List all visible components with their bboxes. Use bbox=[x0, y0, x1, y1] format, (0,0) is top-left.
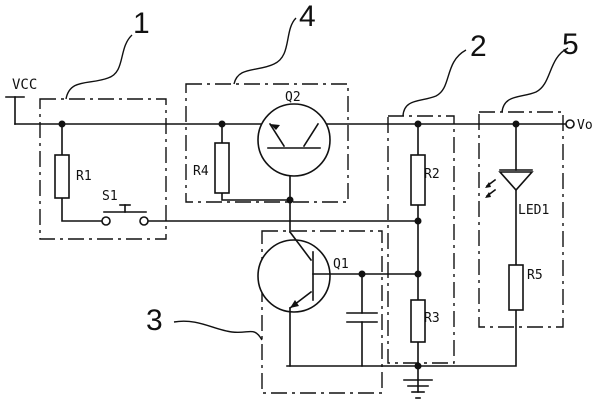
block-3-box bbox=[261, 230, 383, 394]
q2-label: Q2 bbox=[285, 90, 301, 105]
ground-symbol bbox=[403, 379, 433, 399]
leader-2 bbox=[402, 49, 467, 117]
block-number-4: 4 bbox=[299, 0, 316, 33]
vcc-label: VCC bbox=[12, 77, 37, 93]
block-number-5: 5 bbox=[562, 28, 579, 61]
r2-label: R2 bbox=[424, 167, 440, 182]
leader-3 bbox=[173, 320, 263, 341]
vo-label: Vo bbox=[577, 118, 593, 133]
block-5-box bbox=[478, 111, 564, 328]
resistor-r2 bbox=[410, 154, 426, 206]
led1-label: LED1 bbox=[518, 203, 549, 218]
resistor-r5 bbox=[508, 264, 524, 311]
led-led1 bbox=[485, 169, 534, 198]
junction-dots bbox=[58, 120, 520, 370]
block-5-wiring bbox=[286, 123, 517, 367]
resistor-r3 bbox=[410, 299, 426, 343]
block-1-wiring bbox=[61, 123, 419, 222]
vcc-terminal bbox=[5, 96, 25, 125]
r5-label: R5 bbox=[527, 268, 543, 283]
vo-terminal bbox=[565, 119, 575, 129]
block-number-3: 3 bbox=[146, 304, 163, 337]
leader-4 bbox=[233, 17, 297, 85]
leader-5 bbox=[501, 47, 569, 113]
resistor-r1 bbox=[54, 154, 70, 199]
block-2-box bbox=[387, 115, 455, 364]
r3-label: R3 bbox=[424, 311, 440, 326]
s1-label: S1 bbox=[102, 189, 118, 204]
resistor-r4 bbox=[214, 142, 230, 194]
block-number-1: 1 bbox=[133, 7, 150, 40]
block-number-2: 2 bbox=[470, 30, 487, 63]
leader-1 bbox=[65, 34, 133, 100]
r1-label: R1 bbox=[76, 169, 92, 184]
switch-s1 bbox=[101, 204, 149, 226]
r4-label: R4 bbox=[193, 164, 209, 179]
capacitor bbox=[346, 312, 378, 323]
transistor-q1 bbox=[257, 230, 331, 313]
block-1-box bbox=[39, 98, 167, 240]
block-4-box bbox=[185, 83, 349, 203]
q1-label: Q1 bbox=[333, 257, 349, 272]
transistor-q2 bbox=[257, 103, 331, 177]
